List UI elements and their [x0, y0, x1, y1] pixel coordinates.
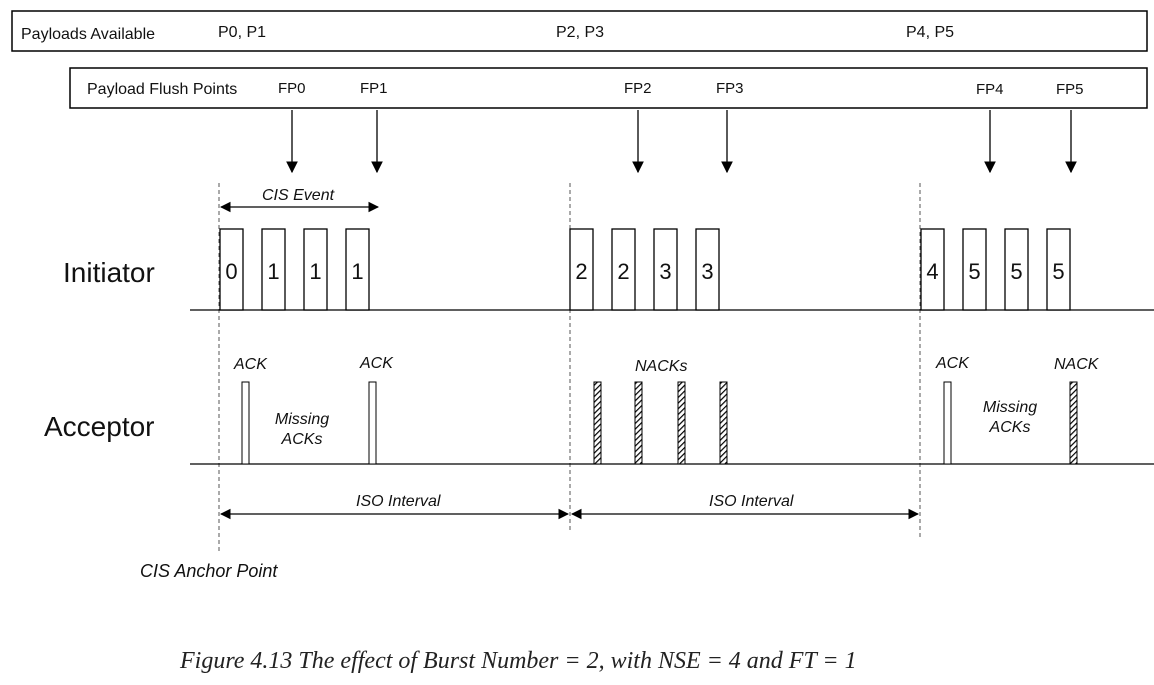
- initiator-packet: 0: [219, 228, 244, 311]
- initiator-packet-number: 3: [659, 259, 671, 284]
- initiator-packet-number: 2: [575, 259, 587, 284]
- iso-interval-label-2: ISO Interval: [709, 493, 794, 510]
- initiator-packet: 2: [569, 228, 594, 311]
- initiator-packet: 4: [920, 228, 945, 311]
- payloads-available-label: Payloads Available: [21, 26, 155, 43]
- nacks-label: NACKs: [635, 358, 687, 375]
- nack-response: [677, 381, 686, 465]
- initiator-packet-number: 5: [968, 259, 980, 284]
- flush-points-label: Payload Flush Points: [87, 81, 237, 98]
- payload-group-p0-p1: P0, P1: [218, 24, 266, 41]
- nack-response: [634, 381, 643, 465]
- flush-point-fp0: FP0: [278, 80, 306, 97]
- initiator-packet-number: 2: [617, 259, 629, 284]
- ack-label-2: ACK: [359, 355, 394, 372]
- nack-response: [719, 381, 728, 465]
- initiator-packet: 5: [1046, 228, 1071, 311]
- ack-label-3: ACK: [935, 355, 970, 372]
- initiator-packet-number: 0: [225, 259, 237, 284]
- cis-anchor-point-label: CIS Anchor Point: [140, 561, 278, 581]
- ack-response: [241, 381, 250, 465]
- payload-group-p4-p5: P4, P5: [906, 24, 954, 41]
- initiator-packet: 1: [261, 228, 286, 311]
- figure-caption: Figure 4.13 The effect of Burst Number =…: [179, 648, 857, 674]
- cis-event-label: CIS Event: [262, 187, 335, 204]
- payloads-available-bar: Payloads Available P0, P1 P2, P3 P4, P5: [11, 10, 1148, 52]
- flush-point-fp1: FP1: [360, 80, 388, 97]
- flush-points-bar: Payload Flush Points FP0 FP1 FP2 FP3 FP4…: [69, 67, 1148, 109]
- initiator-packet: 3: [653, 228, 678, 311]
- acceptor-responses: [241, 381, 1078, 465]
- initiator-packet-number: 4: [926, 259, 938, 284]
- cis-event: CIS Event: [219, 187, 380, 213]
- nack-response: [593, 381, 602, 465]
- flush-point-arrows: [286, 110, 1077, 174]
- initiator-packets: 0 1 1 1 2 2 3 3 4 5 5 5: [219, 228, 1071, 311]
- payload-group-p2-p3: P2, P3: [556, 24, 604, 41]
- flush-point-fp4: FP4: [976, 81, 1004, 98]
- initiator-packet: 5: [1004, 228, 1029, 311]
- flush-point-fp3: FP3: [716, 80, 744, 97]
- initiator-packet: 5: [962, 228, 987, 311]
- ack-response: [368, 381, 377, 465]
- initiator-packet-number: 5: [1052, 259, 1064, 284]
- iso-interval-label-1: ISO Interval: [356, 493, 441, 510]
- initiator-packet-number: 3: [701, 259, 713, 284]
- ack-label-1: ACK: [233, 356, 268, 373]
- initiator-packet-number: 5: [1010, 259, 1022, 284]
- ack-response: [943, 381, 952, 465]
- initiator-packet: 2: [611, 228, 636, 311]
- initiator-packet: 1: [345, 228, 370, 311]
- initiator-label: Initiator: [63, 257, 155, 288]
- nack-response: [1069, 381, 1078, 465]
- initiator-packet-number: 1: [351, 259, 363, 284]
- initiator-row: Initiator 0 1 1 1 2 2 3 3 4 5 5 5: [63, 228, 1154, 311]
- flush-point-fp2: FP2: [624, 80, 652, 97]
- initiator-packet-number: 1: [309, 259, 321, 284]
- initiator-packet-number: 1: [267, 259, 279, 284]
- nack-label: NACK: [1054, 356, 1100, 373]
- acceptor-label: Acceptor: [44, 411, 155, 442]
- initiator-packet: 1: [303, 228, 328, 311]
- initiator-packet: 3: [695, 228, 720, 311]
- iso-intervals: ISO Interval ISO Interval: [219, 493, 920, 520]
- flush-point-fp5: FP5: [1056, 81, 1084, 98]
